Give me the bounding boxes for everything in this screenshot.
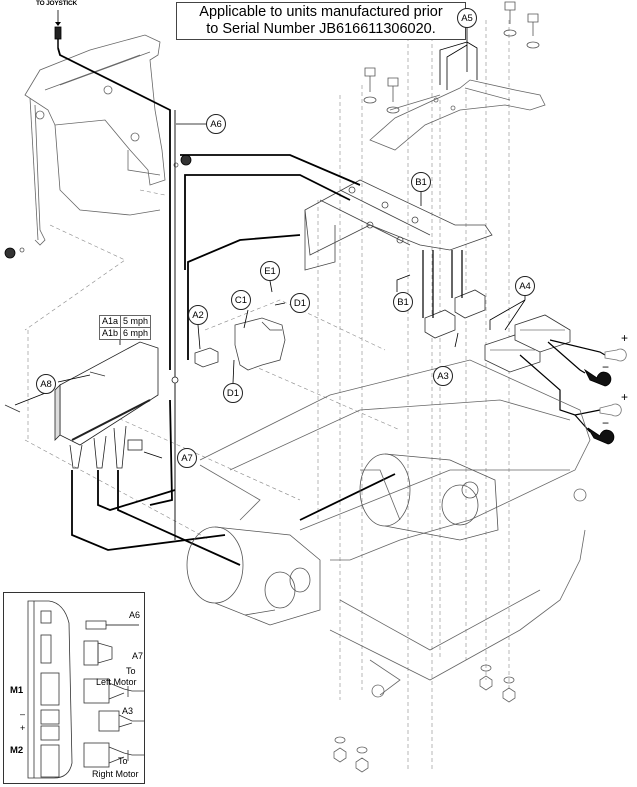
battery-lead-wires <box>519 339 606 433</box>
knob-icon <box>4 154 192 259</box>
controller-side-view <box>27 600 73 779</box>
nut-washer-icon <box>333 664 516 773</box>
right-motor-label-line2: Right Motor <box>92 769 139 779</box>
callout-b1-bottom: B1 <box>393 292 413 312</box>
note-line-2: to Serial Number JB616611306020. <box>206 21 436 37</box>
plus-label: + <box>20 723 26 733</box>
motor-left <box>186 526 321 626</box>
callout-d1-right: D1 <box>290 293 310 313</box>
callout-a4: A4 <box>515 276 535 296</box>
minus-label: – <box>20 709 26 719</box>
a4-battery-connector-icon <box>484 314 571 373</box>
to-joystick-label: TO JOYSTICK <box>36 0 78 7</box>
a7-port-icon <box>40 634 52 664</box>
a3-plug-icon <box>98 710 144 732</box>
inset-drawing <box>27 600 144 779</box>
a6-label: A6 <box>129 610 141 620</box>
a8-screw-icon <box>4 371 106 413</box>
speed-table: A1a 5 mph A1b 6 mph <box>98 315 152 340</box>
callout-b1-top: B1 <box>411 172 431 192</box>
m1-label: M1 <box>10 685 24 696</box>
battery-port-minus-icon <box>40 709 60 725</box>
right-motor-label-line1: To <box>118 756 128 766</box>
m1-port-icon <box>40 672 60 706</box>
m2-label: M2 <box>10 745 24 756</box>
m2-port-icon <box>40 744 60 778</box>
a3-connector-icon <box>422 250 486 339</box>
speed-value: 5 mph <box>120 315 152 328</box>
right-motor-plug-icon <box>83 742 144 768</box>
battery-terminal-icon <box>583 348 627 445</box>
callout-a2: A2 <box>188 305 208 325</box>
a6-port-icon <box>40 610 52 624</box>
part-code: A1a <box>98 315 122 328</box>
wire-harness <box>57 47 396 566</box>
callout-d1-bottom: D1 <box>223 383 243 403</box>
a2-circuit-breaker-icon <box>194 347 219 368</box>
speed-row: A1a 5 mph <box>98 315 152 328</box>
left-motor-label-line2: Left Motor <box>96 677 137 687</box>
serial-number-note: Applicable to units manufactured prior t… <box>176 2 466 40</box>
terminal-plus: + <box>621 331 629 345</box>
terminal-minus: − <box>602 360 610 374</box>
terminal-minus: − <box>602 416 610 430</box>
callout-e1: E1 <box>260 261 280 281</box>
c1-cover <box>234 317 286 371</box>
seat-bracket <box>369 79 546 151</box>
callout-a3: A3 <box>433 366 453 386</box>
a3-label: A3 <box>122 706 134 716</box>
callout-a6: A6 <box>206 114 226 134</box>
bolt-icon <box>363 1 540 114</box>
joystick-connector-icon <box>54 10 62 48</box>
callout-leaders <box>14 28 526 459</box>
seat-back-bracket <box>24 34 166 246</box>
speed-value: 6 mph <box>120 327 152 340</box>
terminal-plus: + <box>621 390 629 404</box>
charger-bracket <box>304 179 493 271</box>
part-code: A1b <box>98 327 122 340</box>
callout-a8: A8 <box>36 374 56 394</box>
a6-plug-icon <box>85 620 139 630</box>
motor-right <box>359 453 499 541</box>
callout-a5: A5 <box>457 8 477 28</box>
callout-a7: A7 <box>177 448 197 468</box>
a7-label: A7 <box>132 651 144 661</box>
left-motor-label-line1: To <box>126 666 136 676</box>
note-line-1: Applicable to units manufactured prior <box>199 4 443 20</box>
controller-module <box>54 341 179 469</box>
speed-row: A1b 6 mph <box>98 327 152 340</box>
base-chassis <box>199 359 591 698</box>
callout-c1: C1 <box>231 290 251 310</box>
controller-connector-inset: M1 – + M2 A6 A7 To Left Motor A3 To Righ… <box>3 592 145 784</box>
battery-port-plus-icon <box>40 725 60 741</box>
left-motor-plug-icon <box>83 678 144 704</box>
a7-plug-icon <box>83 640 113 666</box>
